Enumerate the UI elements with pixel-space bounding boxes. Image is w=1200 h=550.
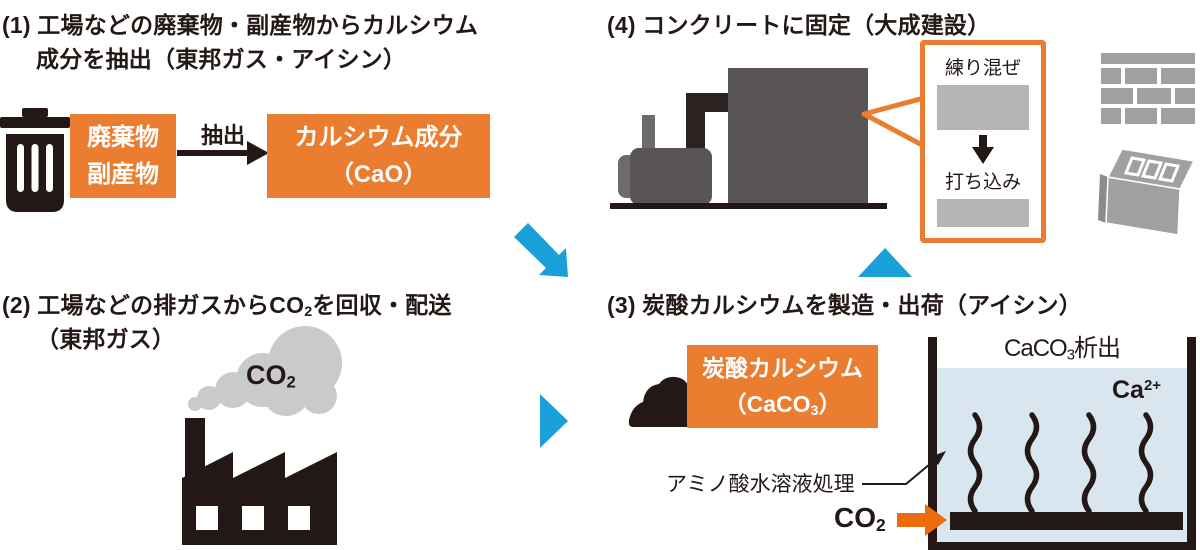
caco3-box-line2: （CaCO3） — [724, 387, 842, 423]
smoke-cloud-icon — [188, 326, 342, 416]
step2-title-sub: 2 — [304, 304, 313, 321]
smoke-co2-label: CO2 — [246, 360, 296, 393]
co2-feed-base: CO — [834, 502, 876, 533]
tank-bottom-wall — [928, 542, 1196, 550]
step2-title-post: を回収・配送 — [312, 292, 452, 318]
co2-feed-label: CO2 — [834, 502, 886, 536]
caco3-line2-post: ） — [818, 390, 842, 417]
step1-title-line2: 成分を抽出（東邦ガス・アイシン） — [36, 46, 407, 72]
flow-arrow-se-icon — [514, 223, 568, 277]
caco3-line2-pre: （CaCO — [723, 390, 811, 417]
powder-pile-icon — [628, 376, 705, 427]
plant-icon — [610, 68, 887, 209]
cao-box-line1: カルシウム成分 — [294, 123, 463, 151]
amino-solution-label: アミノ酸水溶液処理 — [666, 473, 855, 496]
waste-box-line2: 副産物 — [87, 161, 159, 188]
precipitate-post: 析出 — [1073, 335, 1121, 362]
precipitate-label: CaCO3析出 — [937, 328, 1187, 363]
co2-feed-sub: 2 — [876, 514, 886, 535]
precipitate-pre: CaCO — [1004, 335, 1068, 362]
step4-title: (4) コンクリートに固定（大成建設） — [607, 12, 991, 38]
co2-feed-arrow-icon — [897, 504, 947, 536]
pouring-photo-placeholder — [937, 199, 1029, 227]
tank-left-wall — [928, 337, 937, 550]
calcium-ion-label: Ca2+ — [1112, 376, 1161, 405]
caco3-box: 炭酸カルシウム （CaCO3） — [687, 345, 878, 428]
seed-plate-bar — [950, 512, 1183, 530]
waste-box-line1: 廃棄物 — [87, 123, 159, 151]
callout-step1-label: 練り混ぜ — [944, 58, 1021, 79]
step2-title-line2: （東邦ガス） — [36, 326, 176, 352]
precipitate-sub: 3 — [1066, 347, 1075, 364]
caco3-box-line1: 炭酸カルシウム — [702, 354, 863, 381]
brick-wall-icon — [1101, 53, 1195, 124]
extract-arrow-icon — [177, 141, 269, 165]
cao-box-line2: （CaO） — [329, 161, 428, 188]
amino-leader-line — [862, 451, 946, 485]
caco3-line2-sub: 3 — [810, 402, 819, 419]
callout-tail-icon — [861, 96, 924, 148]
factory-icon — [182, 418, 337, 545]
step2-title-line1: (2) 工場などの排ガスからCO2を回収・配送 — [2, 286, 452, 320]
callout-step2-label: 打ち込み — [944, 172, 1021, 193]
step1-title-line1: (1) 工場などの廃棄物・副産物からカルシウム — [2, 12, 479, 38]
ion-sup: 2+ — [1143, 376, 1162, 394]
mixing-photo-placeholder — [937, 85, 1029, 130]
concrete-process-callout: 練り混ぜ 打ち込み — [920, 40, 1046, 243]
smoke-co2-base: CO — [246, 360, 287, 390]
tank-right-wall — [1187, 337, 1196, 550]
step3-title: (3) 炭酸カルシウムを製造・出荷（アイシン） — [607, 292, 1082, 318]
down-arrow-icon — [972, 135, 994, 164]
trash-icon — [0, 108, 70, 212]
extract-arrow-label: 抽出 — [200, 123, 245, 148]
concrete-block-icon — [1098, 148, 1196, 236]
cao-box: カルシウム成分 （CaO） — [267, 114, 490, 198]
flow-arrow-right-icon — [540, 394, 568, 448]
waste-box: 廃棄物 副産物 — [70, 114, 176, 198]
flow-arrow-up-icon — [858, 248, 912, 277]
step2-title-pre: (2) 工場などの排ガスからCO — [2, 292, 305, 318]
ion-base: Ca — [1112, 376, 1144, 404]
crystal-strands-icon — [967, 412, 1154, 514]
smoke-co2-sub: 2 — [286, 372, 296, 392]
